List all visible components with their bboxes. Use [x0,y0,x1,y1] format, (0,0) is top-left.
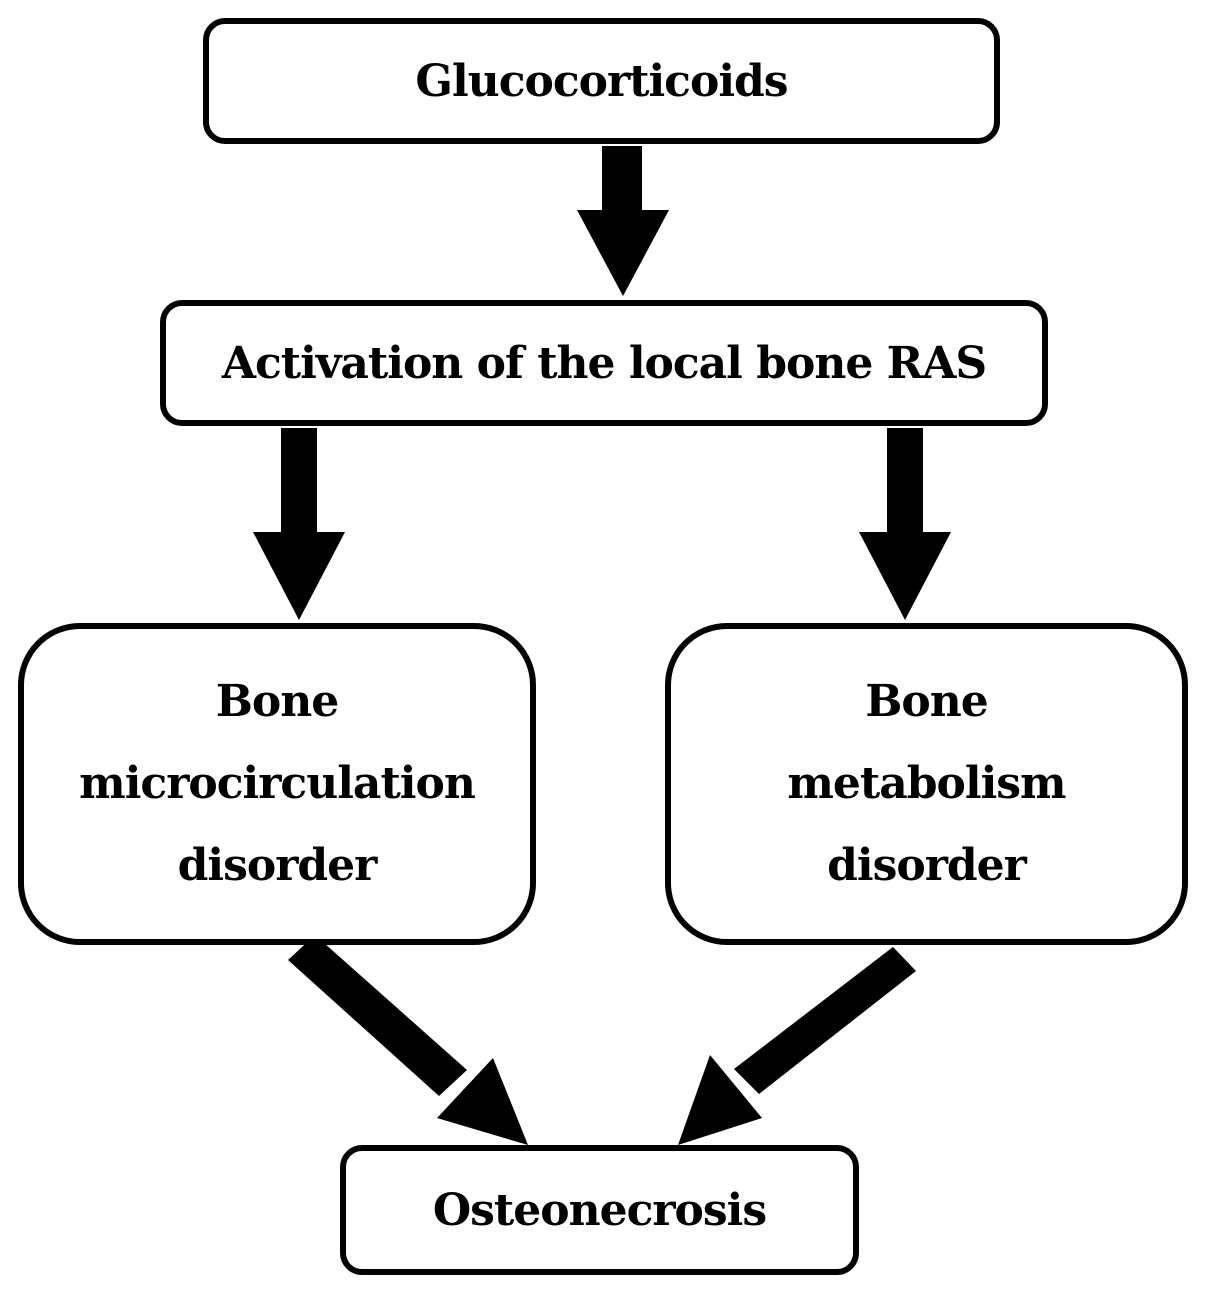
arrow-microcirculation-to-osteonecrosis [288,935,528,1145]
arrow-activation-to-microcirculation [253,428,345,620]
arrow-metabolism-to-osteonecrosis [678,947,916,1145]
node-label-line-1: Bone [865,676,989,727]
arrow-head [577,210,669,296]
node-label-line-1: Bone [215,676,340,727]
node-osteonecrosis: Osteonecrosis [340,1145,859,1275]
arrow-shaft [288,935,467,1096]
node-label-line-2: microcirculation [79,758,476,809]
arrow-head [437,1058,528,1145]
node-label-line-2: metabolism [787,758,1066,809]
node-label-line-3: disorder [827,840,1027,891]
node-label: Osteonecrosis [432,1184,767,1236]
arrow-shaft [281,428,317,536]
arrow-head [859,532,951,620]
arrow-head [253,532,345,620]
arrow-shaft [734,947,916,1094]
arrow-glucocorticoids-to-activation [577,146,669,296]
node-bone-microcirculation-disorder: Bone microcirculation disorder [18,623,536,945]
arrow-head [678,1055,762,1145]
arrow-shaft [887,428,923,536]
node-label-line-3: disorder [177,840,378,891]
arrow-activation-to-metabolism [859,428,951,620]
arrow-shaft [602,146,642,212]
node-glucocorticoids: Glucocorticoids [203,18,1000,144]
node-activation-local-bone-ras: Activation of the local bone RAS [160,300,1048,426]
node-label: Activation of the local bone RAS [221,337,987,389]
node-bone-metabolism-disorder: Bone metabolism disorder [665,623,1188,945]
node-label: Glucocorticoids [415,55,788,107]
